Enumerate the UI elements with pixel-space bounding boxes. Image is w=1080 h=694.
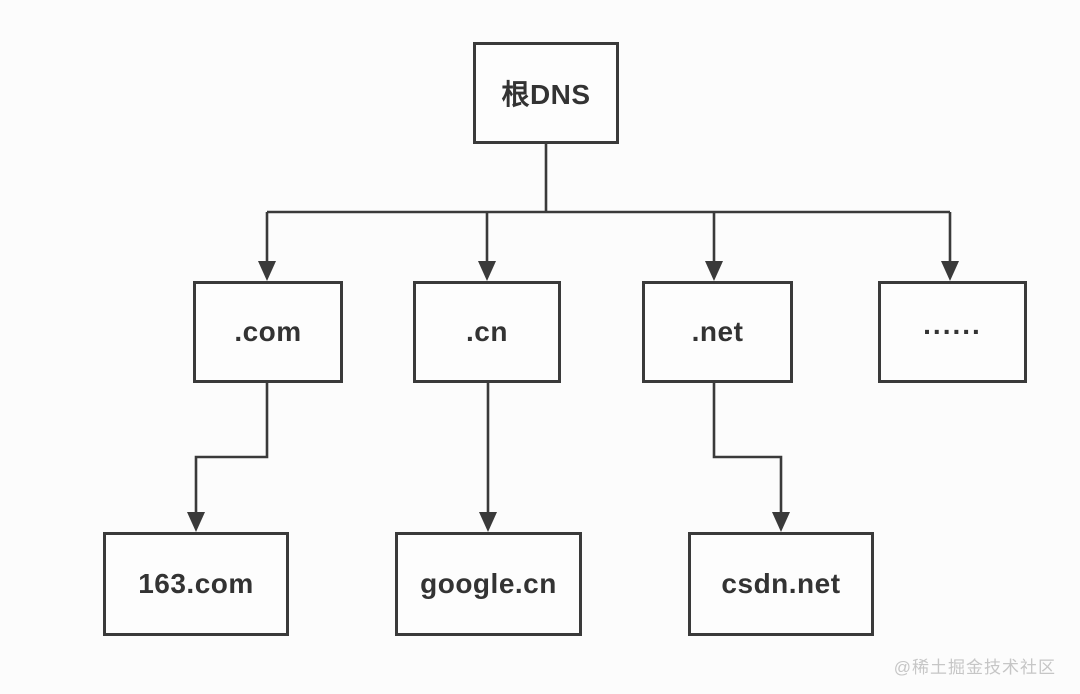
node-tld-net: .net <box>642 281 793 383</box>
arrowhead-net <box>705 261 723 281</box>
node-domain-163com-label: 163.com <box>138 568 254 599</box>
arrowhead-com <box>258 261 276 281</box>
node-domain-csdnnet: csdn.net <box>688 532 874 636</box>
node-tld-com: .com <box>193 281 343 383</box>
node-tld-com-label: .com <box>234 316 302 347</box>
watermark: @稀土掘金技术社区 <box>893 658 1056 677</box>
arrowhead-csdn <box>772 512 790 532</box>
node-tld-cn-label: .cn <box>466 316 508 347</box>
node-root-dns: 根DNS <box>473 42 619 144</box>
node-tld-cn: .cn <box>413 281 561 383</box>
node-domain-googlecn: google.cn <box>395 532 582 636</box>
arrowhead-cn <box>478 261 496 281</box>
node-domain-googlecn-label: google.cn <box>420 568 557 599</box>
node-tld-ellipsis-label: ...... <box>923 309 982 340</box>
node-tld-ellipsis: ...... <box>878 281 1027 383</box>
node-tld-net-label: .net <box>691 316 744 347</box>
arrowhead-google <box>479 512 497 532</box>
node-domain-163com: 163.com <box>103 532 289 636</box>
connector-com-163 <box>194 383 269 514</box>
connector-net-csdn <box>712 383 783 514</box>
arrowhead-163 <box>187 512 205 532</box>
node-domain-csdnnet-label: csdn.net <box>721 568 841 599</box>
node-root-dns-label: 根DNS <box>501 79 591 110</box>
arrowhead-etc <box>941 261 959 281</box>
